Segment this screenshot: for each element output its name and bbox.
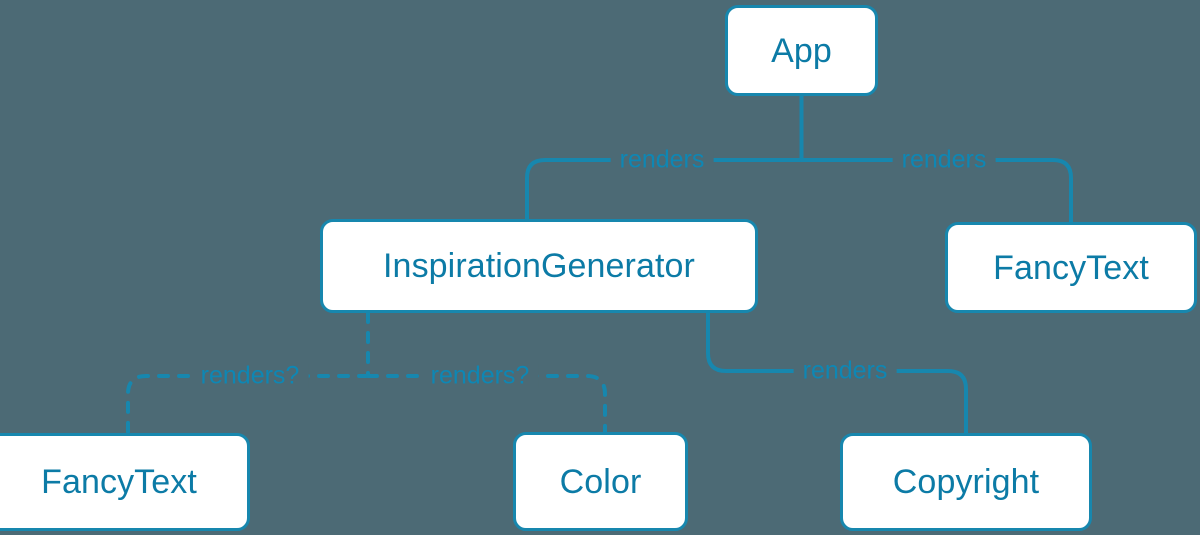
edge-inspiration-generator-to-color — [366, 374, 607, 434]
edge-label-app-to-fancy-text-right: renders — [892, 147, 996, 173]
edge-label-inspiration-generator-to-copyright: renders — [793, 358, 897, 384]
edge-app-to-inspiration-generator — [525, 158, 804, 221]
node-color-label: Color — [559, 462, 642, 501]
node-copyright[interactable]: Copyright — [840, 433, 1092, 531]
node-fancy-text-left-label: FancyText — [41, 463, 197, 501]
node-fancy-text-right-label: FancyText — [993, 248, 1149, 287]
edge-label-inspiration-generator-to-color: renders? — [421, 363, 539, 389]
node-fancy-text-right[interactable]: FancyText — [945, 222, 1197, 313]
node-app[interactable]: App — [725, 5, 878, 96]
node-color[interactable]: Color — [513, 432, 688, 531]
edge-label-app-to-inspiration-generator: renders — [610, 147, 714, 173]
node-fancy-text-left[interactable]: FancyText — [0, 433, 250, 531]
edge-app-to-fancy-text-right — [799, 158, 1073, 224]
node-app-label: App — [771, 31, 832, 70]
edge-inspiration-generator-to-fancy-text-left — [126, 374, 370, 435]
edge-label-inspiration-generator-to-fancy-text-left: renders? — [191, 363, 309, 389]
node-copyright-label: Copyright — [892, 463, 1040, 501]
node-inspiration-generator-label: InspirationGenerator — [383, 247, 695, 285]
node-inspiration-generator[interactable]: InspirationGenerator — [320, 219, 758, 313]
